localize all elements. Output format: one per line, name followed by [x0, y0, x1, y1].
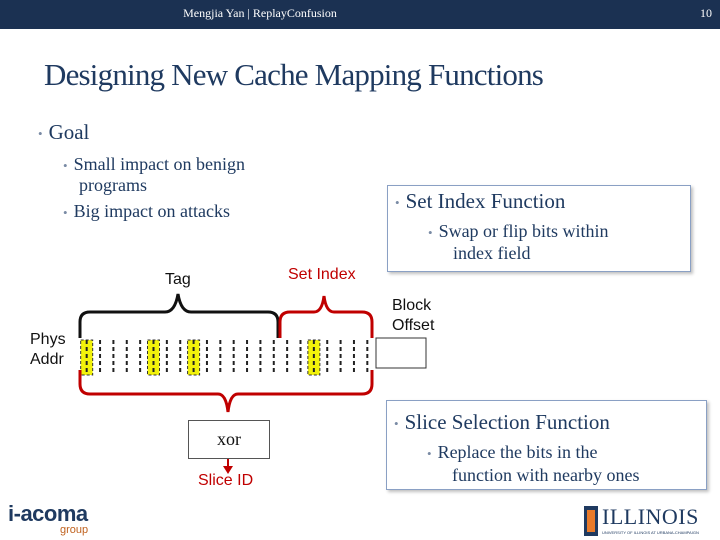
arrow-head-icon: [223, 466, 233, 474]
set-index-function-detail: •Swap or flip bits within: [428, 221, 609, 241]
xor-gate: xor: [188, 420, 270, 459]
block-offset-label: Block Offset: [392, 296, 434, 336]
slice-detail-line-2: function with nearby ones: [452, 465, 640, 485]
block-offset-field: [375, 337, 427, 369]
sub-bullet-benign-cont: programs: [79, 175, 147, 195]
iacoma-logo-text: i-acoma: [8, 501, 88, 526]
phys-addr-line-2: Addr: [30, 351, 64, 368]
phys-addr-line-1: Phys: [30, 331, 66, 348]
set-index-function-heading: •Set Index Function: [395, 189, 566, 213]
set-index-label: Set Index: [288, 266, 356, 283]
tag-label: Tag: [165, 271, 191, 288]
bullet-goal: •Goal: [38, 120, 90, 144]
phys-addr-label: Phys Addr: [30, 330, 66, 370]
set-index-brace: [278, 295, 374, 338]
set-index-detail-line-1: Swap or flip bits within: [438, 221, 609, 241]
illinois-i-mark-icon: [584, 506, 598, 536]
address-bits: [80, 339, 369, 376]
set-index-function-box: •Set Index Function •Swap or flip bits w…: [387, 185, 691, 272]
slice-selection-heading-text: Slice Selection Function: [404, 410, 610, 434]
illinois-logo-sub: UNIVERSITY OF ILLINOIS AT URBANA-CHAMPAI…: [602, 530, 699, 535]
sub-bullet-attacks: •Big impact on attacks: [63, 201, 231, 221]
illinois-logo: ILLINOIS UNIVERSITY OF ILLINOIS AT URBAN…: [584, 504, 708, 540]
slice-selection-function-box: •Slice Selection Function •Replace the b…: [386, 400, 707, 490]
slide-title: Designing New Cache Mapping Functions: [44, 57, 544, 92]
sub-bullet-benign-text: Small impact on benign: [73, 154, 246, 174]
slice-id-label: Slice ID: [198, 472, 254, 489]
iacoma-logo: i-acoma group: [8, 501, 89, 537]
illinois-logo-text: ILLINOIS: [602, 504, 699, 529]
header-bar: Mengjia Yan | ReplayConfusion 10: [0, 0, 720, 29]
iacoma-logo-sub: group: [60, 524, 89, 536]
sub-bullet-attacks-text: Big impact on attacks: [73, 201, 231, 221]
page-number: 10: [700, 6, 712, 20]
slice-selection-heading: •Slice Selection Function: [394, 410, 610, 434]
slice-selection-detail: •Replace the bits in the: [427, 442, 598, 462]
slice-detail-line-1: Replace the bits in the: [437, 442, 598, 462]
set-index-detail-line-2: index field: [453, 243, 531, 263]
sub-bullet-benign: •Small impact on benign: [63, 154, 246, 174]
bullet-goal-text: Goal: [48, 120, 90, 144]
tag-brace: [78, 293, 280, 338]
block-offset-line-2: Offset: [392, 317, 435, 334]
header-text: Mengjia Yan | ReplayConfusion: [183, 6, 337, 20]
set-index-function-heading-text: Set Index Function: [405, 189, 566, 213]
slice-brace: [78, 370, 374, 413]
block-offset-line-1: Block: [392, 297, 432, 314]
